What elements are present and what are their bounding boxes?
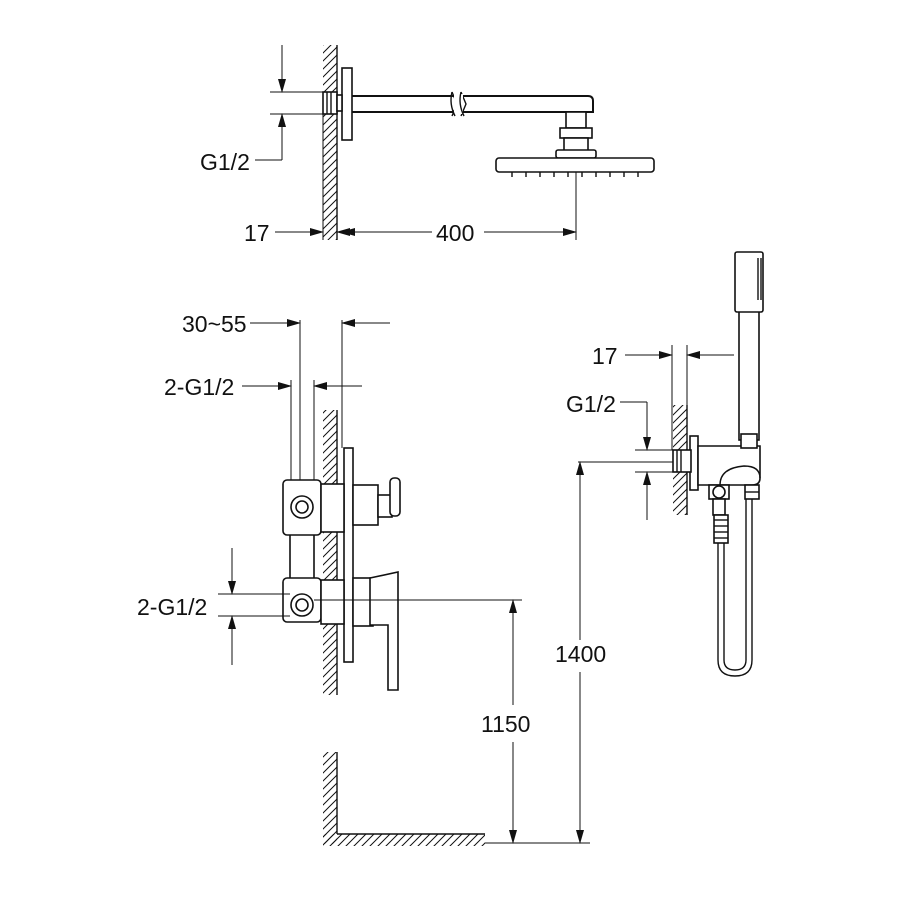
shower-nozzles <box>511 172 639 177</box>
arm-length-label: 400 <box>436 220 474 246</box>
hand-height-label: 1400 <box>555 641 606 667</box>
valve-depth-range-label: 30~55 <box>182 311 247 337</box>
mixer-lever <box>369 571 399 691</box>
hand-connector <box>672 449 692 473</box>
shower-head-joint <box>565 111 587 129</box>
top-thread-label: G1/2 <box>200 149 250 175</box>
hose-coupling <box>713 514 729 544</box>
top-depth-label: 17 <box>244 220 270 246</box>
hand-thread-label: G1/2 <box>566 391 616 417</box>
floor-hatch <box>323 834 485 846</box>
wall-hatch-valve <box>323 410 337 695</box>
wall-hatch-lower <box>323 752 337 844</box>
shower-arm <box>352 95 594 113</box>
hand-depth-label: 17 <box>592 343 618 369</box>
wall-flange <box>341 67 353 141</box>
wall-hatch-top <box>323 45 337 240</box>
shower-hose <box>717 499 753 677</box>
hand-shower-head <box>734 251 764 313</box>
shower-arm-connector <box>322 91 338 115</box>
diverter-handle <box>389 477 401 517</box>
hand-shower-handle <box>738 307 760 441</box>
valve-upper-thread-label: 2-G1/2 <box>164 374 234 400</box>
hand-shower-holder <box>697 445 761 486</box>
valve-height-label: 1150 <box>481 711 530 737</box>
overhead-shower-view: G1/2 17 400 <box>200 45 655 246</box>
hand-shower-view: 17 G1/2 1400 <box>555 251 764 844</box>
mixer-valve-view: 30~55 2-G1/2 2-G1/2 1150 <box>137 311 590 846</box>
shower-head <box>495 157 655 173</box>
valve-cover-plate <box>343 447 354 663</box>
valve-lower-thread-label: 2-G1/2 <box>137 594 207 620</box>
